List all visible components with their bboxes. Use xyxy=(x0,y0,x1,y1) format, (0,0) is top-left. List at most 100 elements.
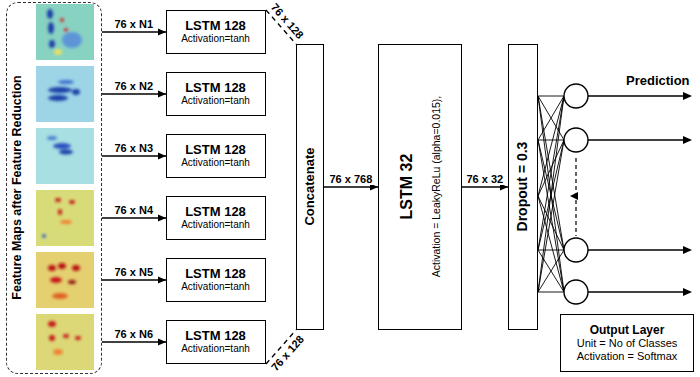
neuron-circle xyxy=(564,84,588,108)
neuron-circle xyxy=(564,128,588,152)
heatmap-blobs xyxy=(47,9,82,55)
dense-line xyxy=(538,196,564,292)
text-holder: LSTM 128Activation=tanh xyxy=(167,11,264,52)
connector-line xyxy=(102,31,166,32)
dimension-label: 76 x N3 xyxy=(114,142,155,154)
dense-line xyxy=(538,196,564,250)
neuron-circle xyxy=(564,238,588,262)
feature-map-image xyxy=(36,190,94,246)
heatmap-ground xyxy=(36,4,94,60)
concatenate-box: Concatenate xyxy=(296,44,324,330)
arrowhead xyxy=(158,153,166,160)
heatmap-blob xyxy=(69,200,75,204)
heatmap-ground xyxy=(36,128,94,184)
output-arrow xyxy=(588,95,684,96)
output-arrows xyxy=(588,96,684,292)
connector-line xyxy=(102,279,166,280)
heatmap-blob xyxy=(68,280,76,284)
output-heading: Prediction xyxy=(626,73,690,89)
lstm-box: LSTM 128Activation=tanh xyxy=(166,72,266,116)
note-heading: Output Layer xyxy=(590,323,665,337)
lstm-box: LSTM 128Activation=tanh xyxy=(166,10,266,54)
activation-text: Activation=tanh xyxy=(181,95,250,107)
heatmap-blob xyxy=(72,89,80,95)
dense-line xyxy=(538,96,564,250)
dense-line xyxy=(538,292,564,293)
activation-text: Activation=tanh xyxy=(181,157,250,169)
dimension-label: 76 x N6 xyxy=(114,328,155,340)
arrowhead xyxy=(683,288,692,296)
heatmap-blob xyxy=(48,87,72,93)
dimension-label: 76 x 128 xyxy=(268,0,307,42)
heatmap-blobs xyxy=(48,263,80,299)
connector-line xyxy=(102,217,166,218)
layer-name: LSTM 128 xyxy=(185,80,246,96)
output-neurons xyxy=(564,84,588,304)
heatmap-blob xyxy=(54,49,62,55)
layer-name: LSTM 32 xyxy=(397,154,416,220)
heatmap-blob xyxy=(58,80,74,84)
activation-text: Activation=tanh xyxy=(181,33,250,45)
heatmap-blob xyxy=(59,150,73,155)
dense-line xyxy=(538,96,564,97)
arrowhead xyxy=(683,136,692,144)
lstm-box: LSTM 128Activation=tanh xyxy=(166,134,266,178)
heatmap-blob xyxy=(52,293,68,299)
lstm-box: LSTM 128Activation=tanh xyxy=(166,258,266,302)
dense-line xyxy=(538,96,564,292)
dimension-label: 76 x N4 xyxy=(114,204,155,216)
text-holder: LSTM 128Activation=tanh xyxy=(167,135,264,176)
text-holder: Dropout = 0.3 xyxy=(509,45,536,328)
dense-connections xyxy=(538,96,564,292)
arrowhead xyxy=(158,339,166,346)
heatmap-blob xyxy=(60,18,64,22)
heatmap-blob xyxy=(49,335,55,341)
heatmap-blob xyxy=(64,28,68,32)
heatmap-blob xyxy=(63,334,69,338)
group-heading: Feature Maps after Feature Reduction xyxy=(10,75,25,299)
heatmap-blobs xyxy=(48,321,81,355)
heatmap-blob xyxy=(50,277,62,283)
lstm-box: LSTM 128Activation=tanh xyxy=(166,320,266,364)
lstm-box: LSTM 32Activation = LeakyReLu (alpha=0.0… xyxy=(378,44,462,330)
text-holder: Concatenate xyxy=(297,45,322,328)
heatmap-blob xyxy=(55,198,61,202)
dense-line xyxy=(538,96,564,292)
dense-line xyxy=(538,140,564,292)
text-holder: Output LayerUnit = No of ClassesActivati… xyxy=(561,315,693,371)
ellipsis-marker xyxy=(570,192,578,200)
dense-line xyxy=(538,250,564,251)
text-holder: LSTM 128Activation=tanh xyxy=(167,321,264,362)
text-holder: LSTM 128Activation=tanh xyxy=(167,73,264,114)
heatmap-blob xyxy=(47,136,57,140)
dense-line xyxy=(538,96,564,250)
layer-name: LSTM 128 xyxy=(185,266,246,282)
dense-line xyxy=(538,250,564,292)
heatmap-ground xyxy=(36,314,94,370)
heatmap-blob xyxy=(48,265,56,271)
heatmap-blob xyxy=(48,321,56,327)
heatmap-blob xyxy=(42,234,46,238)
heatmap-blobs xyxy=(47,136,73,155)
dense-line xyxy=(538,140,564,292)
activation-text: Activation=tanh xyxy=(181,219,250,231)
feature-map-image xyxy=(36,252,94,308)
arrowhead xyxy=(683,92,692,100)
text-holder: LSTM 32Activation = LeakyReLu (alpha=0.0… xyxy=(379,45,460,328)
heatmap-ground xyxy=(36,190,94,246)
dimension-label: 76 x 32 xyxy=(466,173,505,185)
heatmap-blob xyxy=(58,263,66,269)
layer-name: LSTM 128 xyxy=(185,328,246,344)
dimension-label: 76 x N1 xyxy=(114,18,155,30)
output-arrowheads xyxy=(683,92,692,296)
heatmap-blob xyxy=(60,220,72,224)
heatmap-blob xyxy=(72,265,80,271)
lstm-box: LSTM 128Activation=tanh xyxy=(166,196,266,240)
dimension-label: 76 x N5 xyxy=(114,266,155,278)
arrowhead xyxy=(158,91,166,98)
heatmap-blobs xyxy=(42,198,75,238)
heatmap-blob xyxy=(53,143,71,149)
heatmap-blob xyxy=(49,40,55,48)
connector-line xyxy=(102,341,166,342)
dense-line xyxy=(538,96,564,196)
